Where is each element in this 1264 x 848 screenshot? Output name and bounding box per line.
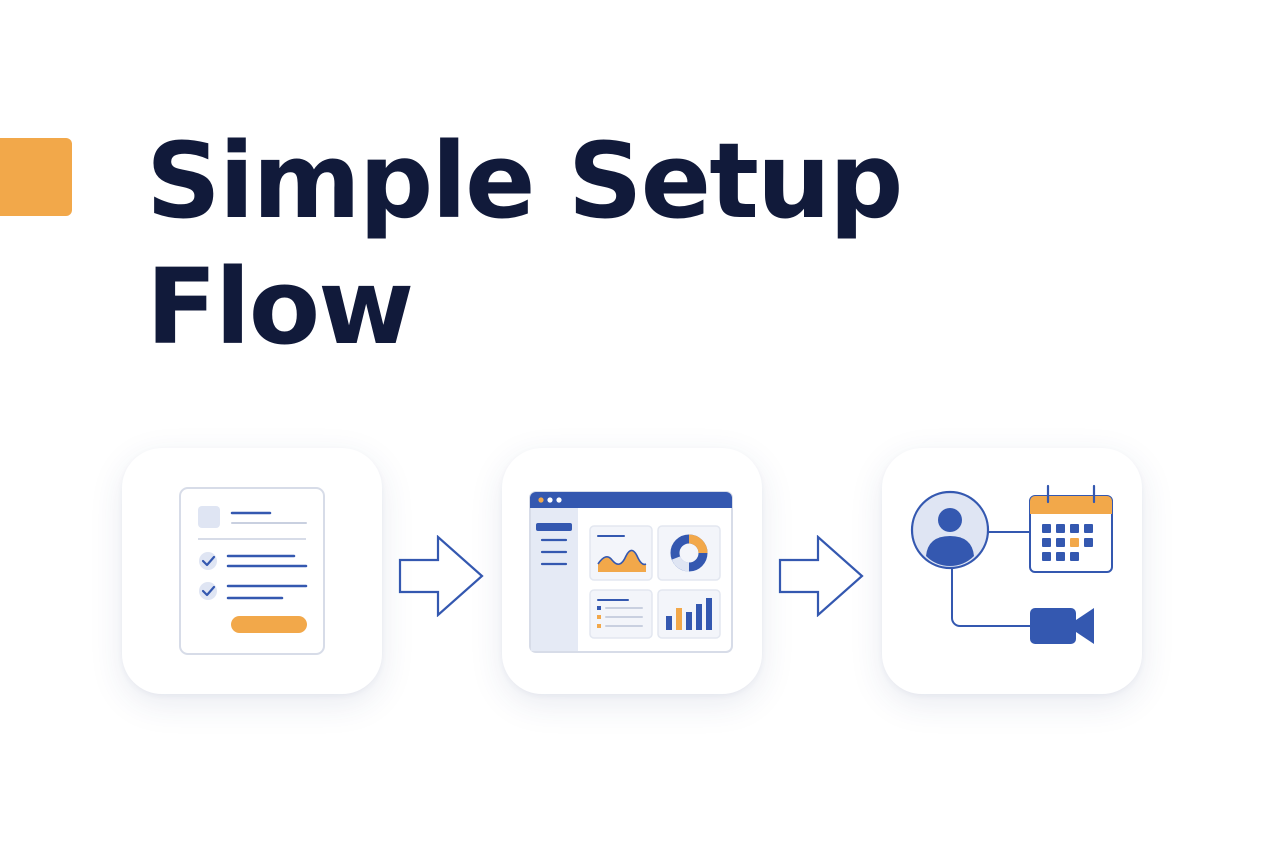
title-line-1: Simple Setup bbox=[146, 120, 903, 242]
arrow-right-icon bbox=[778, 535, 864, 617]
arrow-right-icon bbox=[398, 535, 484, 617]
user-calendar-video-icon bbox=[910, 484, 1113, 644]
dashboard-icon bbox=[529, 491, 733, 653]
step-card-integrations bbox=[882, 448, 1142, 694]
accent-block bbox=[0, 138, 72, 216]
step-card-form bbox=[122, 448, 382, 694]
form-checklist-icon bbox=[179, 487, 325, 655]
step-card-dashboard bbox=[502, 448, 762, 694]
title-line-2: Flow bbox=[146, 246, 414, 368]
page-title: Simple Setup Flow bbox=[146, 118, 1146, 370]
